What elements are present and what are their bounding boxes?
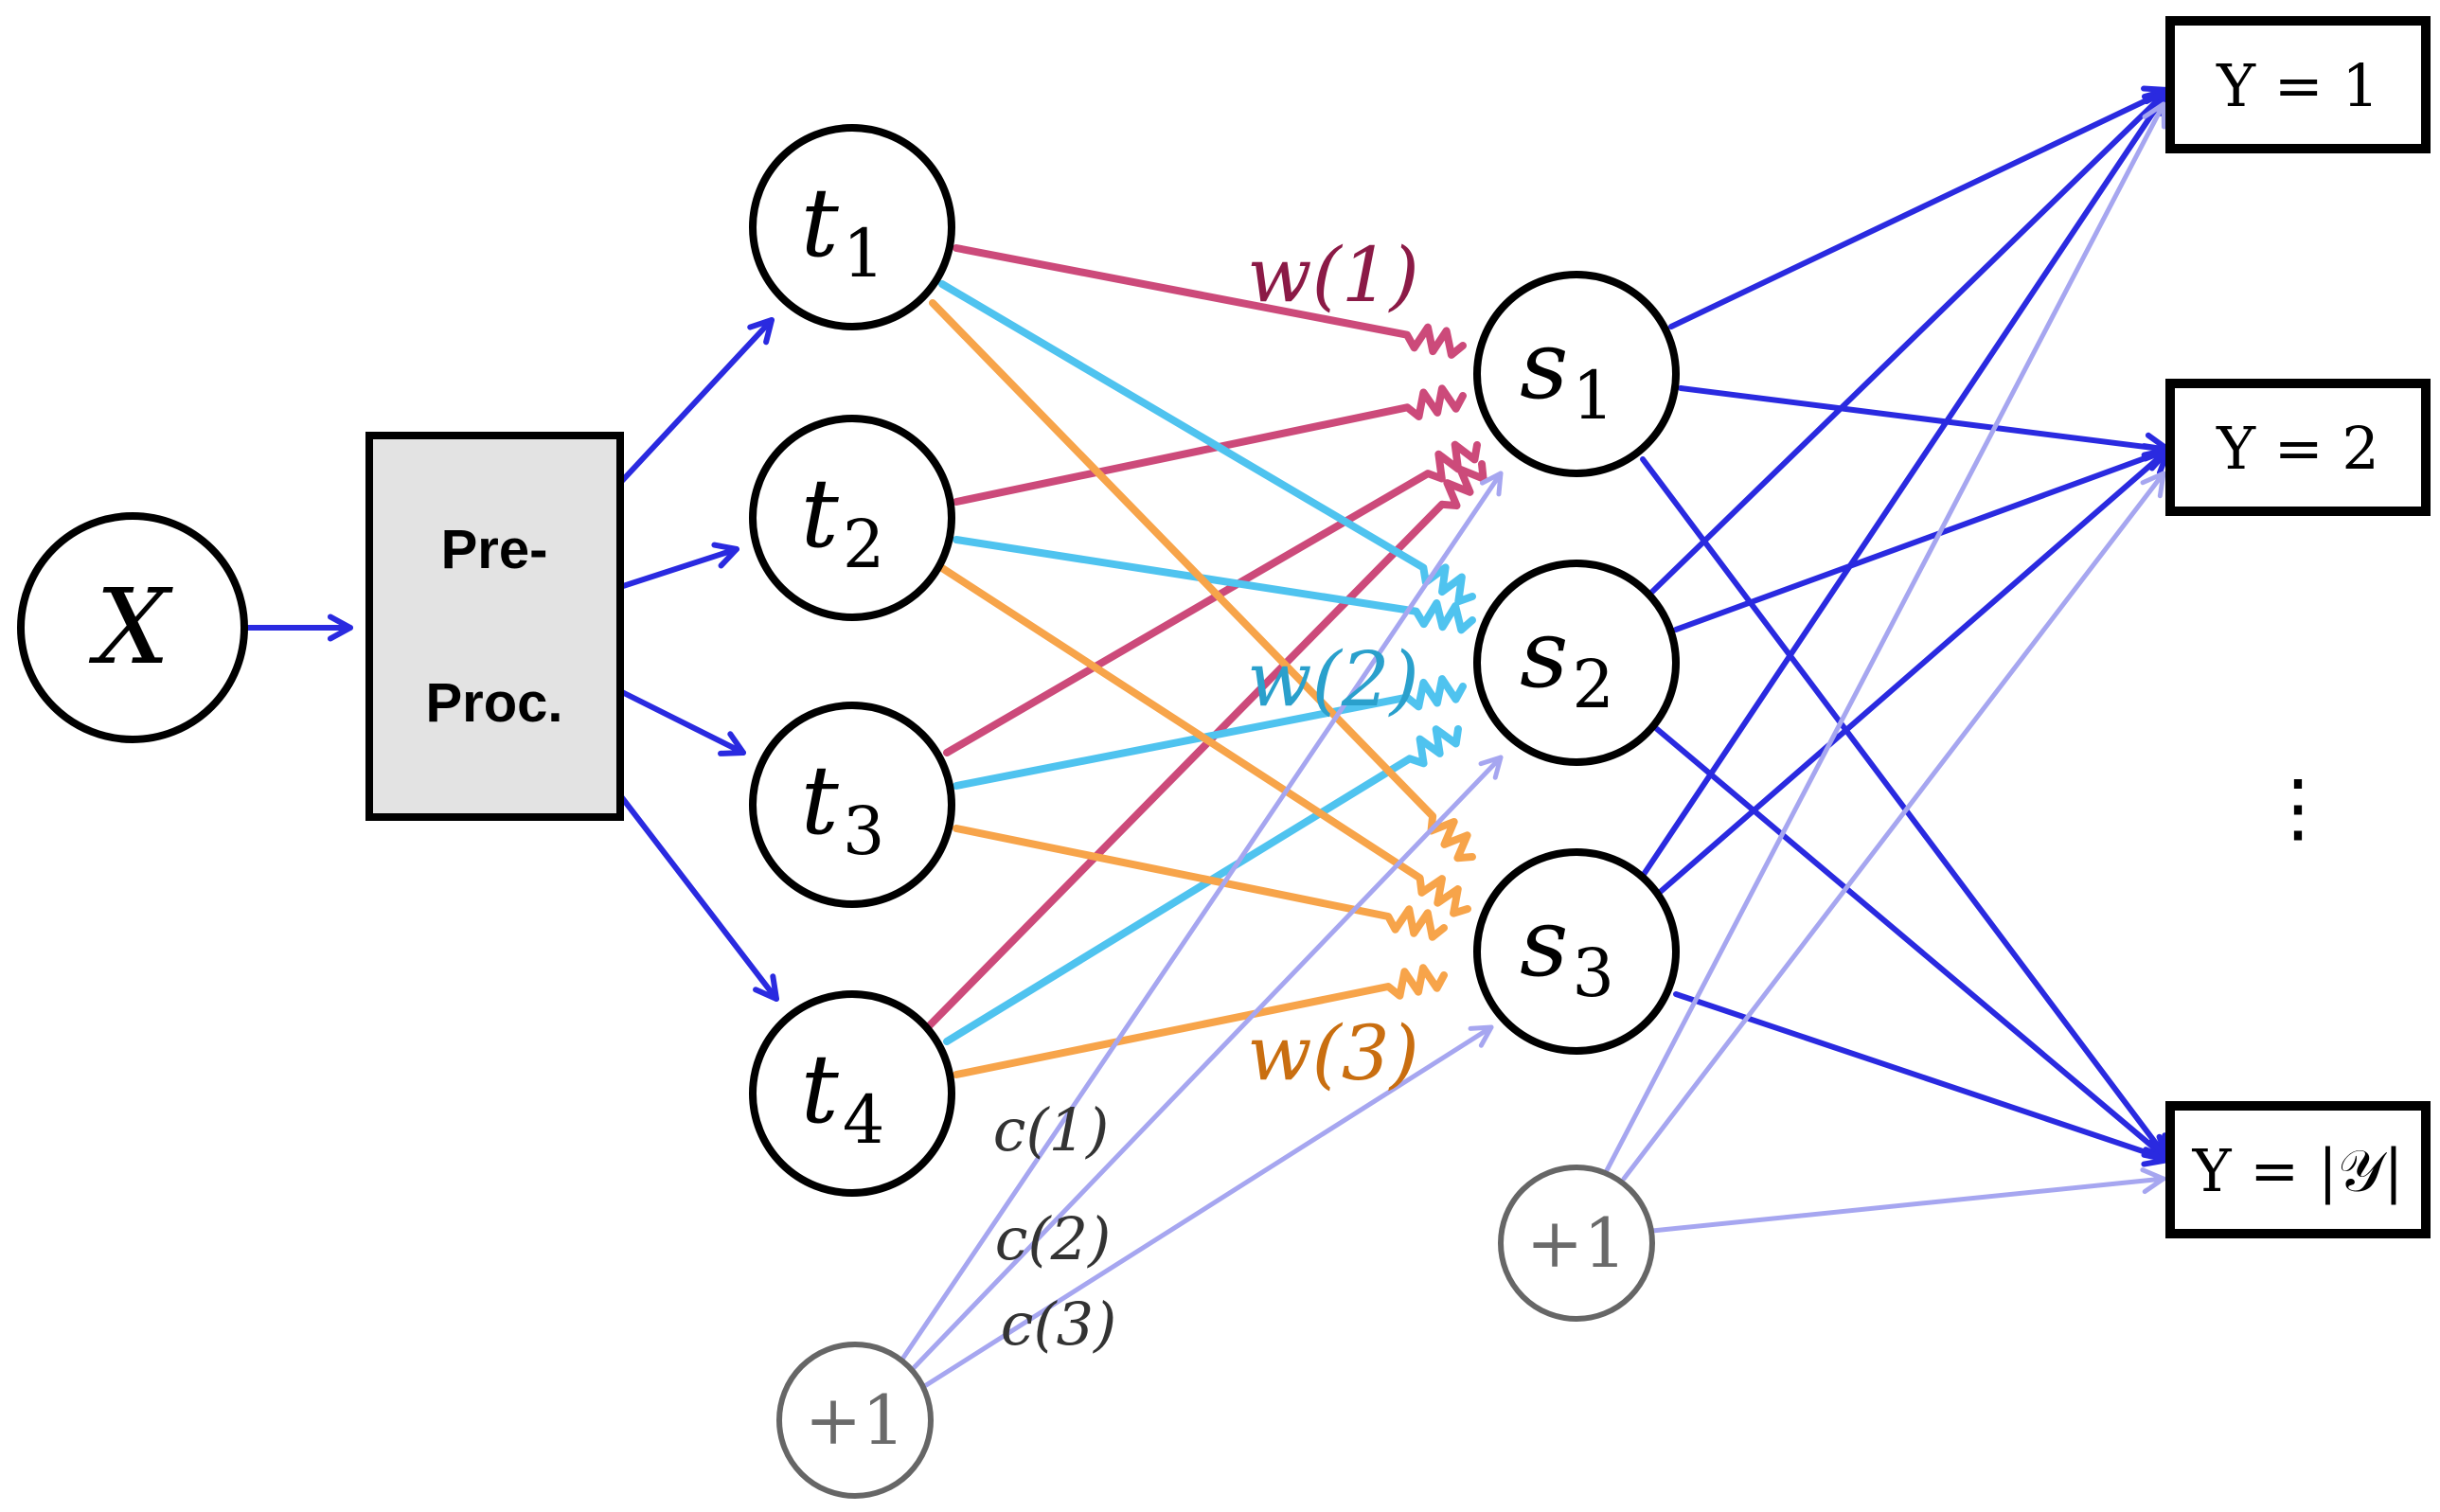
edge-t1-to-s1: [953, 244, 1467, 359]
edge-bias-to-s3-head: [1468, 1024, 1494, 1048]
edge-t2-to-s2: [953, 536, 1476, 634]
bias-node-right: +1: [1498, 1165, 1655, 1322]
preprocess-label-line2: Proc.: [425, 672, 562, 734]
edge-s3-to-y3: [1673, 991, 2171, 1163]
edge-bias2-to-y3-head: [2140, 1167, 2166, 1195]
edge-t1-to-s3: [929, 299, 1476, 863]
output-box-2: Y = 2: [2165, 379, 2431, 516]
edge-t3-to-s1: [943, 440, 1481, 756]
t-node-4: t4: [749, 990, 955, 1197]
edge-preproc-to-t4-head: [753, 973, 779, 1002]
edge-t1-to-s2: [938, 280, 1476, 606]
s-node-3-sub: 3: [1572, 934, 1614, 1012]
edge-s3-to-y2: [1654, 447, 2171, 898]
svg-text:s3: s3: [1520, 887, 1614, 1012]
bias-label-c3: c(3): [1001, 1290, 1117, 1359]
output-ellipsis: ⋮: [2260, 763, 2336, 851]
edge-t4-to-s1: [919, 460, 1487, 1036]
edge-s2-to-y2: [1673, 447, 2171, 632]
bias-node-right-label: +1: [1526, 1203, 1627, 1283]
weight-label-w3: w(3): [1247, 1009, 1419, 1097]
t-node-4-base: t: [801, 1034, 840, 1145]
edge-s2-to-y1: [1649, 87, 2171, 595]
t-node-2-base: t: [801, 458, 840, 569]
preprocess-label-line1: Pre-: [441, 519, 548, 580]
svg-text:t4: t4: [801, 1034, 885, 1159]
t-node-1-sub: 1: [843, 215, 885, 293]
t-node-1-base: t: [801, 168, 840, 278]
s-node-1: s1: [1473, 271, 1680, 477]
t-node-2-sub: 2: [843, 506, 885, 583]
edge-bias2-to-y3: [1649, 1176, 2166, 1234]
bias-label-c1: c(1): [993, 1095, 1110, 1165]
edge-s3-to-y1: [1640, 87, 2171, 879]
t-node-3-sub: 3: [843, 792, 885, 870]
edge-bias-to-s2-head: [1478, 755, 1504, 780]
edge-preproc-to-t3: [617, 688, 746, 756]
svg-text:t1: t1: [801, 168, 885, 293]
input-node-x: X: [17, 512, 248, 743]
s-node-2-base: s: [1520, 598, 1568, 709]
s-node-1-base: s: [1520, 310, 1568, 420]
t-node-4-sub: 4: [843, 1081, 885, 1159]
edge-t2-to-s1: [953, 384, 1467, 506]
svg-text:t2: t2: [801, 458, 885, 583]
edge-preproc-to-t3-head: [718, 731, 746, 756]
edge-bias2-to-y2: [1621, 471, 2166, 1182]
edge-bias-to-s2: [906, 755, 1504, 1376]
edge-t3-to-s3: [953, 825, 1448, 941]
weight-label-w1: w(1): [1247, 231, 1419, 319]
t-node-1: t1: [749, 124, 955, 330]
edge-t4-to-s3: [953, 964, 1448, 1078]
output-box-1: Y = 1: [2165, 16, 2431, 153]
svg-text:s1: s1: [1520, 310, 1614, 435]
bias-node-left: +1: [776, 1342, 934, 1499]
edge-bias-to-s1: [897, 471, 1504, 1366]
t-node-3-base: t: [801, 745, 840, 856]
output-label-3: Y = |𝒴|: [2192, 1136, 2404, 1205]
output-box-3: Y = |𝒴|: [2165, 1101, 2431, 1238]
input-node-label: X: [88, 566, 173, 687]
s-node-1-sub: 1: [1572, 357, 1614, 435]
edge-t4-to-s2: [943, 725, 1462, 1045]
bias-node-left-label: +1: [805, 1380, 905, 1460]
edge-x-to-preproc-head: [327, 614, 353, 642]
s-node-2: s2: [1473, 560, 1680, 766]
s-node-3-base: s: [1520, 887, 1568, 998]
edge-bias2-to-y2-head: [2140, 471, 2166, 499]
edges-layer: [245, 85, 2171, 1390]
edge-s1-to-y1: [1668, 87, 2171, 329]
t-node-3: t3: [749, 702, 955, 908]
edge-bias-to-s1-head: [1479, 471, 1504, 497]
output-label-2: Y = 2: [2216, 414, 2379, 483]
s-node-2-sub: 2: [1572, 646, 1614, 723]
edge-preproc-to-t1: [617, 317, 775, 486]
s-node-3: s3: [1473, 848, 1680, 1055]
output-label-1: Y = 1: [2216, 51, 2379, 120]
edge-s1-to-y2: [1678, 385, 2171, 453]
edge-preproc-to-t4: [617, 792, 779, 1002]
edge-s2-to-y3: [1654, 726, 2171, 1163]
edge-bias2-to-y1-head: [2142, 101, 2166, 130]
edge-preproc-to-t1-head: [747, 317, 775, 346]
bias-label-c2: c(2): [995, 1204, 1112, 1273]
edge-bias-to-s3: [920, 1024, 1494, 1390]
edge-preproc-to-t2: [617, 546, 739, 590]
edge-t3-to-s2: [953, 675, 1467, 790]
weight-label-w2: w(2): [1247, 635, 1419, 723]
edge-t2-to-s3: [938, 564, 1471, 917]
edge-bias2-to-y1: [1602, 101, 2166, 1177]
preprocess-box: Pre- Proc.: [365, 432, 624, 821]
svg-text:t3: t3: [801, 745, 885, 870]
svg-text:s2: s2: [1520, 598, 1614, 723]
t-node-2: t2: [749, 415, 955, 621]
edge-preproc-to-t2-head: [711, 542, 739, 569]
